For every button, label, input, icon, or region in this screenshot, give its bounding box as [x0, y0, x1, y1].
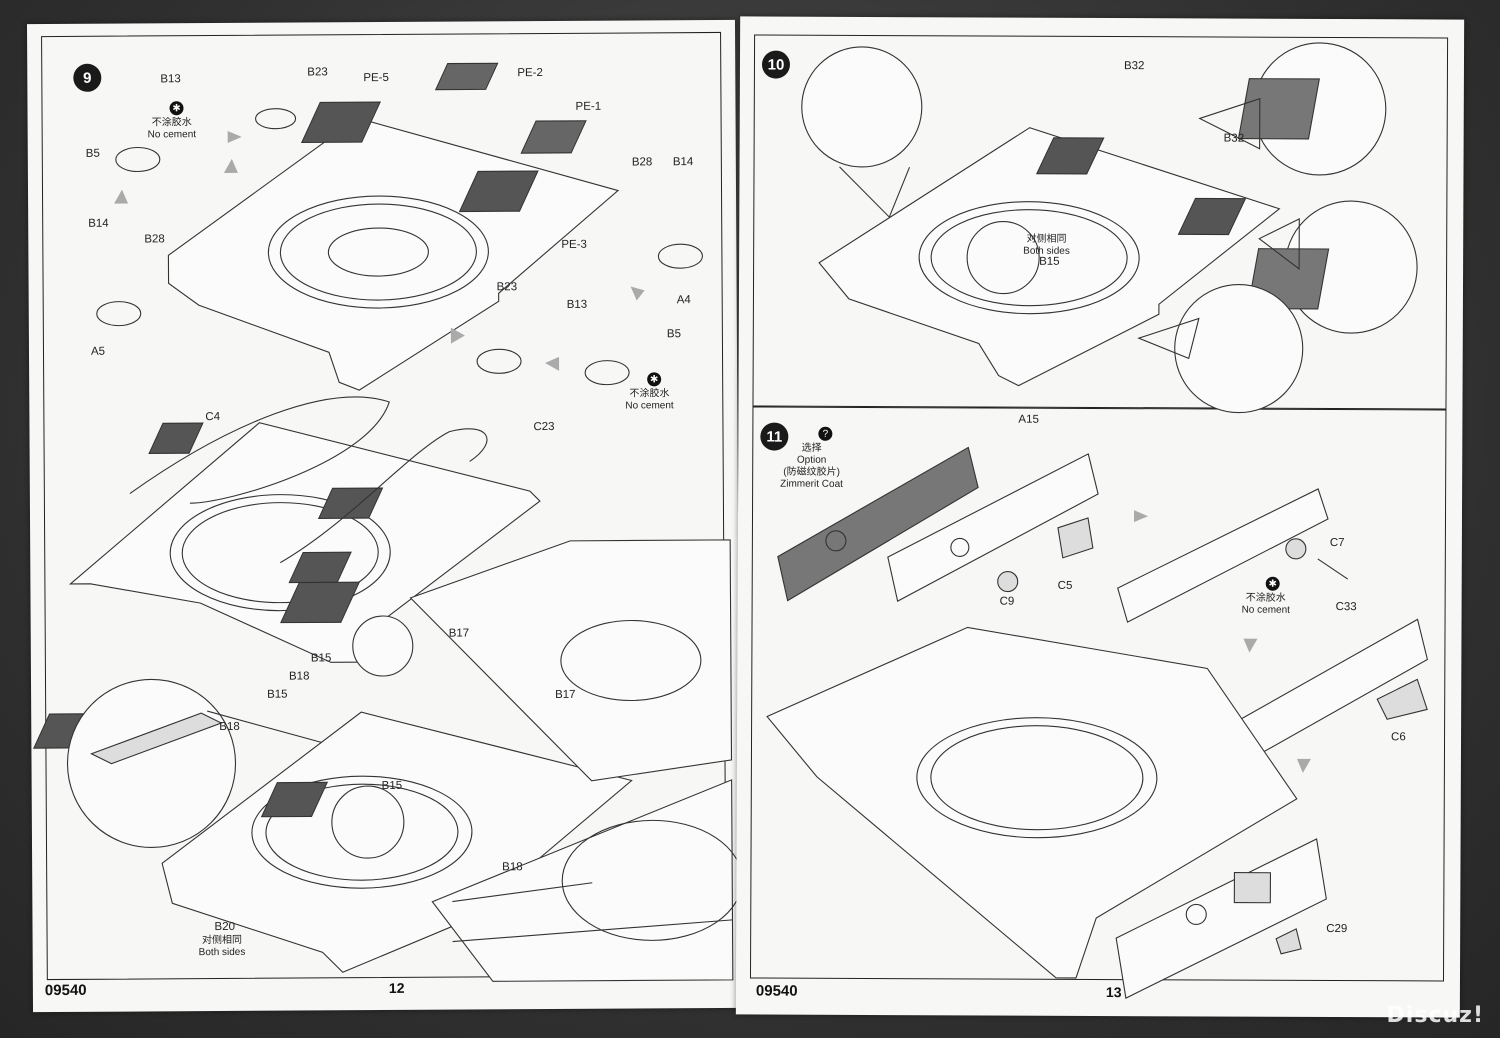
both-sides-left-cn: 对侧相同 [201, 934, 242, 947]
label-b15-c: B15 [381, 779, 403, 793]
label-b15-a: B15 [310, 652, 332, 665]
no-cement-b-cn: 不涂胶水 [629, 388, 670, 400]
both-sides-left-en: Both sides [198, 946, 246, 959]
label-b15-b: B15 [267, 688, 288, 701]
label-b5-a: B5 [85, 147, 100, 160]
option-en: Option [796, 454, 827, 466]
option-cn: 选择 [801, 442, 822, 454]
label-c7: C7 [1329, 537, 1345, 550]
label-c4: C4 [205, 410, 221, 424]
product-code-right: 09540 [755, 982, 798, 1000]
question-icon: ? [818, 426, 833, 441]
no-cement-right-en: No cement [1241, 604, 1290, 616]
label-b32-a: B32 [1123, 60, 1145, 73]
product-code-left: 09540 [44, 981, 87, 1000]
page-number-right: 13 [1105, 984, 1122, 1001]
label-b17-a: B17 [448, 627, 470, 640]
option-note: 选择 Option (防磁纹胶片) Zimmerit Coat [780, 443, 843, 491]
label-c5: C5 [1057, 579, 1073, 592]
right-page: 10 11 [735, 16, 1465, 1018]
label-b18-b: B18 [219, 720, 240, 734]
label-c29: C29 [1326, 922, 1348, 936]
zimmerit-en: Zimmerit Coat [780, 478, 843, 490]
step-9-illustration [33, 62, 742, 982]
label-b17-b: B17 [555, 688, 576, 701]
label-b18-c: B18 [502, 861, 523, 874]
label-a4: A4 [676, 294, 691, 307]
label-b28-b: B28 [144, 233, 165, 246]
no-cement-right-cn: 不涂胶水 [1245, 592, 1286, 604]
label-b18-a: B18 [288, 670, 310, 683]
no-cement-b-en: No cement [625, 400, 674, 412]
label-b13-b: B13 [566, 298, 588, 311]
no-cement-note-b: 不涂胶水 No cement [625, 388, 674, 412]
no-glue-icon: ✱ [1265, 576, 1280, 591]
label-c33: C33 [1335, 601, 1357, 614]
label-pe1: PE-1 [575, 100, 602, 113]
label-b15-right: B15 [1039, 255, 1060, 268]
both-sides-right-cn: 对侧相同 [1026, 233, 1067, 245]
label-b32-b: B32 [1223, 132, 1245, 145]
page-number-left: 12 [388, 979, 405, 996]
label-b14-b: B14 [88, 217, 109, 230]
label-b28-a: B28 [631, 156, 653, 169]
watermark-text: Discuz! [1386, 1003, 1484, 1028]
label-a15: A15 [1018, 413, 1039, 426]
label-b20: B20 [214, 920, 236, 934]
label-c23: C23 [533, 420, 555, 434]
label-b14-a: B14 [672, 156, 694, 169]
label-pe5: PE-5 [363, 71, 389, 85]
label-b23-a: B23 [307, 66, 328, 79]
label-b5-b: B5 [666, 328, 682, 341]
step-10-11-illustration [766, 42, 1429, 999]
label-c6: C6 [1391, 731, 1406, 744]
label-b23-b: B23 [496, 281, 518, 294]
no-cement-a-en: No cement [147, 129, 197, 141]
left-page: 9 [26, 19, 742, 1013]
both-sides-note-left: 对侧相同 Both sides [199, 935, 246, 959]
label-pe2: PE-2 [517, 67, 543, 80]
both-sides-note-right: 对侧相同 Both sides [1023, 234, 1070, 258]
no-cement-note-a: 不涂胶水 No cement [148, 117, 197, 141]
no-cement-a-cn: 不涂胶水 [151, 117, 192, 129]
no-glue-icon: ✱ [169, 101, 184, 116]
no-cement-note-right: 不涂胶水 No cement [1242, 593, 1290, 617]
label-c9: C9 [999, 595, 1015, 608]
no-glue-icon: ✱ [647, 372, 662, 387]
zimmerit-cn: (防磁纹胶片) [783, 466, 840, 478]
label-pe3: PE-3 [561, 238, 587, 251]
label-b13-a: B13 [160, 73, 181, 86]
label-a5: A5 [90, 345, 106, 358]
